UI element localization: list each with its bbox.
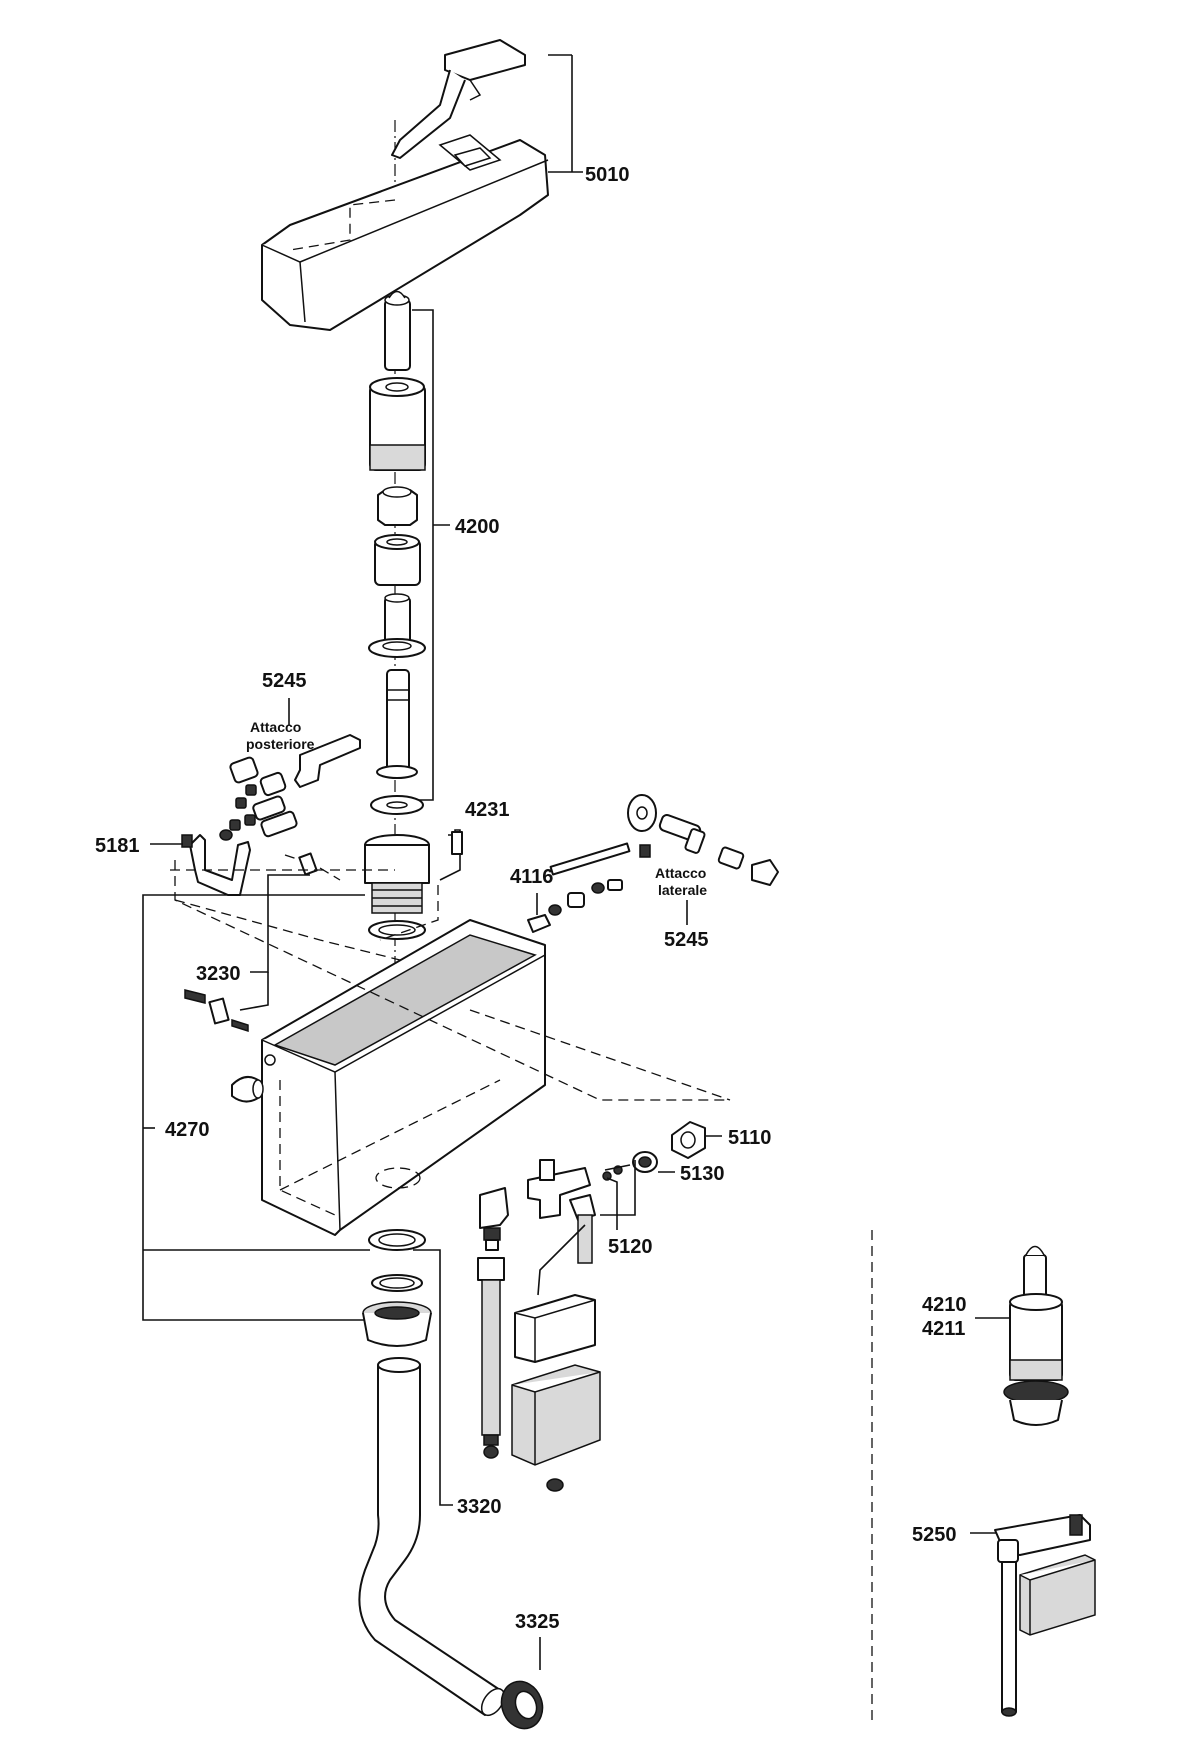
part-5010-push-lever	[391, 39, 526, 159]
part-5245-rear-connection	[219, 734, 361, 841]
label-4231: 4231	[465, 799, 510, 821]
part-4270-plug	[231, 1075, 264, 1103]
label-5110: 5110	[728, 1127, 771, 1149]
label-5245-side: 5245	[664, 929, 709, 951]
part-3230-clips	[184, 989, 249, 1033]
label-4210: 4210	[922, 1294, 967, 1316]
label-5120: 5120	[608, 1236, 653, 1258]
part-5130-washer	[602, 1151, 658, 1181]
label-4270: 4270	[165, 1119, 210, 1141]
part-3320-flush-pipe	[358, 1357, 506, 1717]
part-5110-nut	[671, 1121, 706, 1159]
label-attacco-posteriore-1: Attacco	[250, 719, 301, 735]
part-4231-washer	[370, 795, 424, 815]
label-4211: 4211	[922, 1318, 965, 1340]
part-clip-right	[451, 831, 463, 855]
label-5245-top: 5245	[262, 670, 307, 692]
part-outlet-seals	[362, 1229, 432, 1347]
part-4200-valve-stack	[368, 290, 426, 779]
part-5250-fill-valve	[994, 1514, 1096, 1717]
label-5010: 5010	[585, 164, 630, 186]
part-5181-bracket	[181, 834, 251, 896]
part-4116-fittings	[527, 879, 623, 933]
part-4270-cistern	[261, 919, 546, 1236]
label-3325: 3325	[515, 1611, 560, 1633]
part-5120-fill-valve	[477, 1159, 631, 1492]
label-3230: 3230	[196, 963, 241, 985]
part-5010-tank-lid	[261, 134, 549, 331]
label-5250: 5250	[912, 1524, 957, 1546]
label-5181: 5181	[95, 835, 140, 857]
label-attacco-laterale-1: Attacco	[655, 865, 706, 881]
leader-4200	[412, 309, 434, 801]
label-attacco-posteriore-2: posteriore	[246, 736, 315, 752]
label-4200: 4200	[455, 516, 500, 538]
label-5130: 5130	[680, 1163, 725, 1185]
label-4116: 4116	[510, 866, 553, 888]
part-4210-4211-valve	[1003, 1245, 1069, 1426]
part-5245-side-connection	[549, 794, 779, 886]
label-attacco-laterale-2: laterale	[658, 882, 707, 898]
bracket-4270	[142, 894, 370, 1321]
part-3325-nut	[500, 1680, 544, 1730]
part-valve-body	[364, 834, 430, 940]
label-3320: 3320	[457, 1496, 502, 1518]
part-clip	[284, 852, 341, 881]
